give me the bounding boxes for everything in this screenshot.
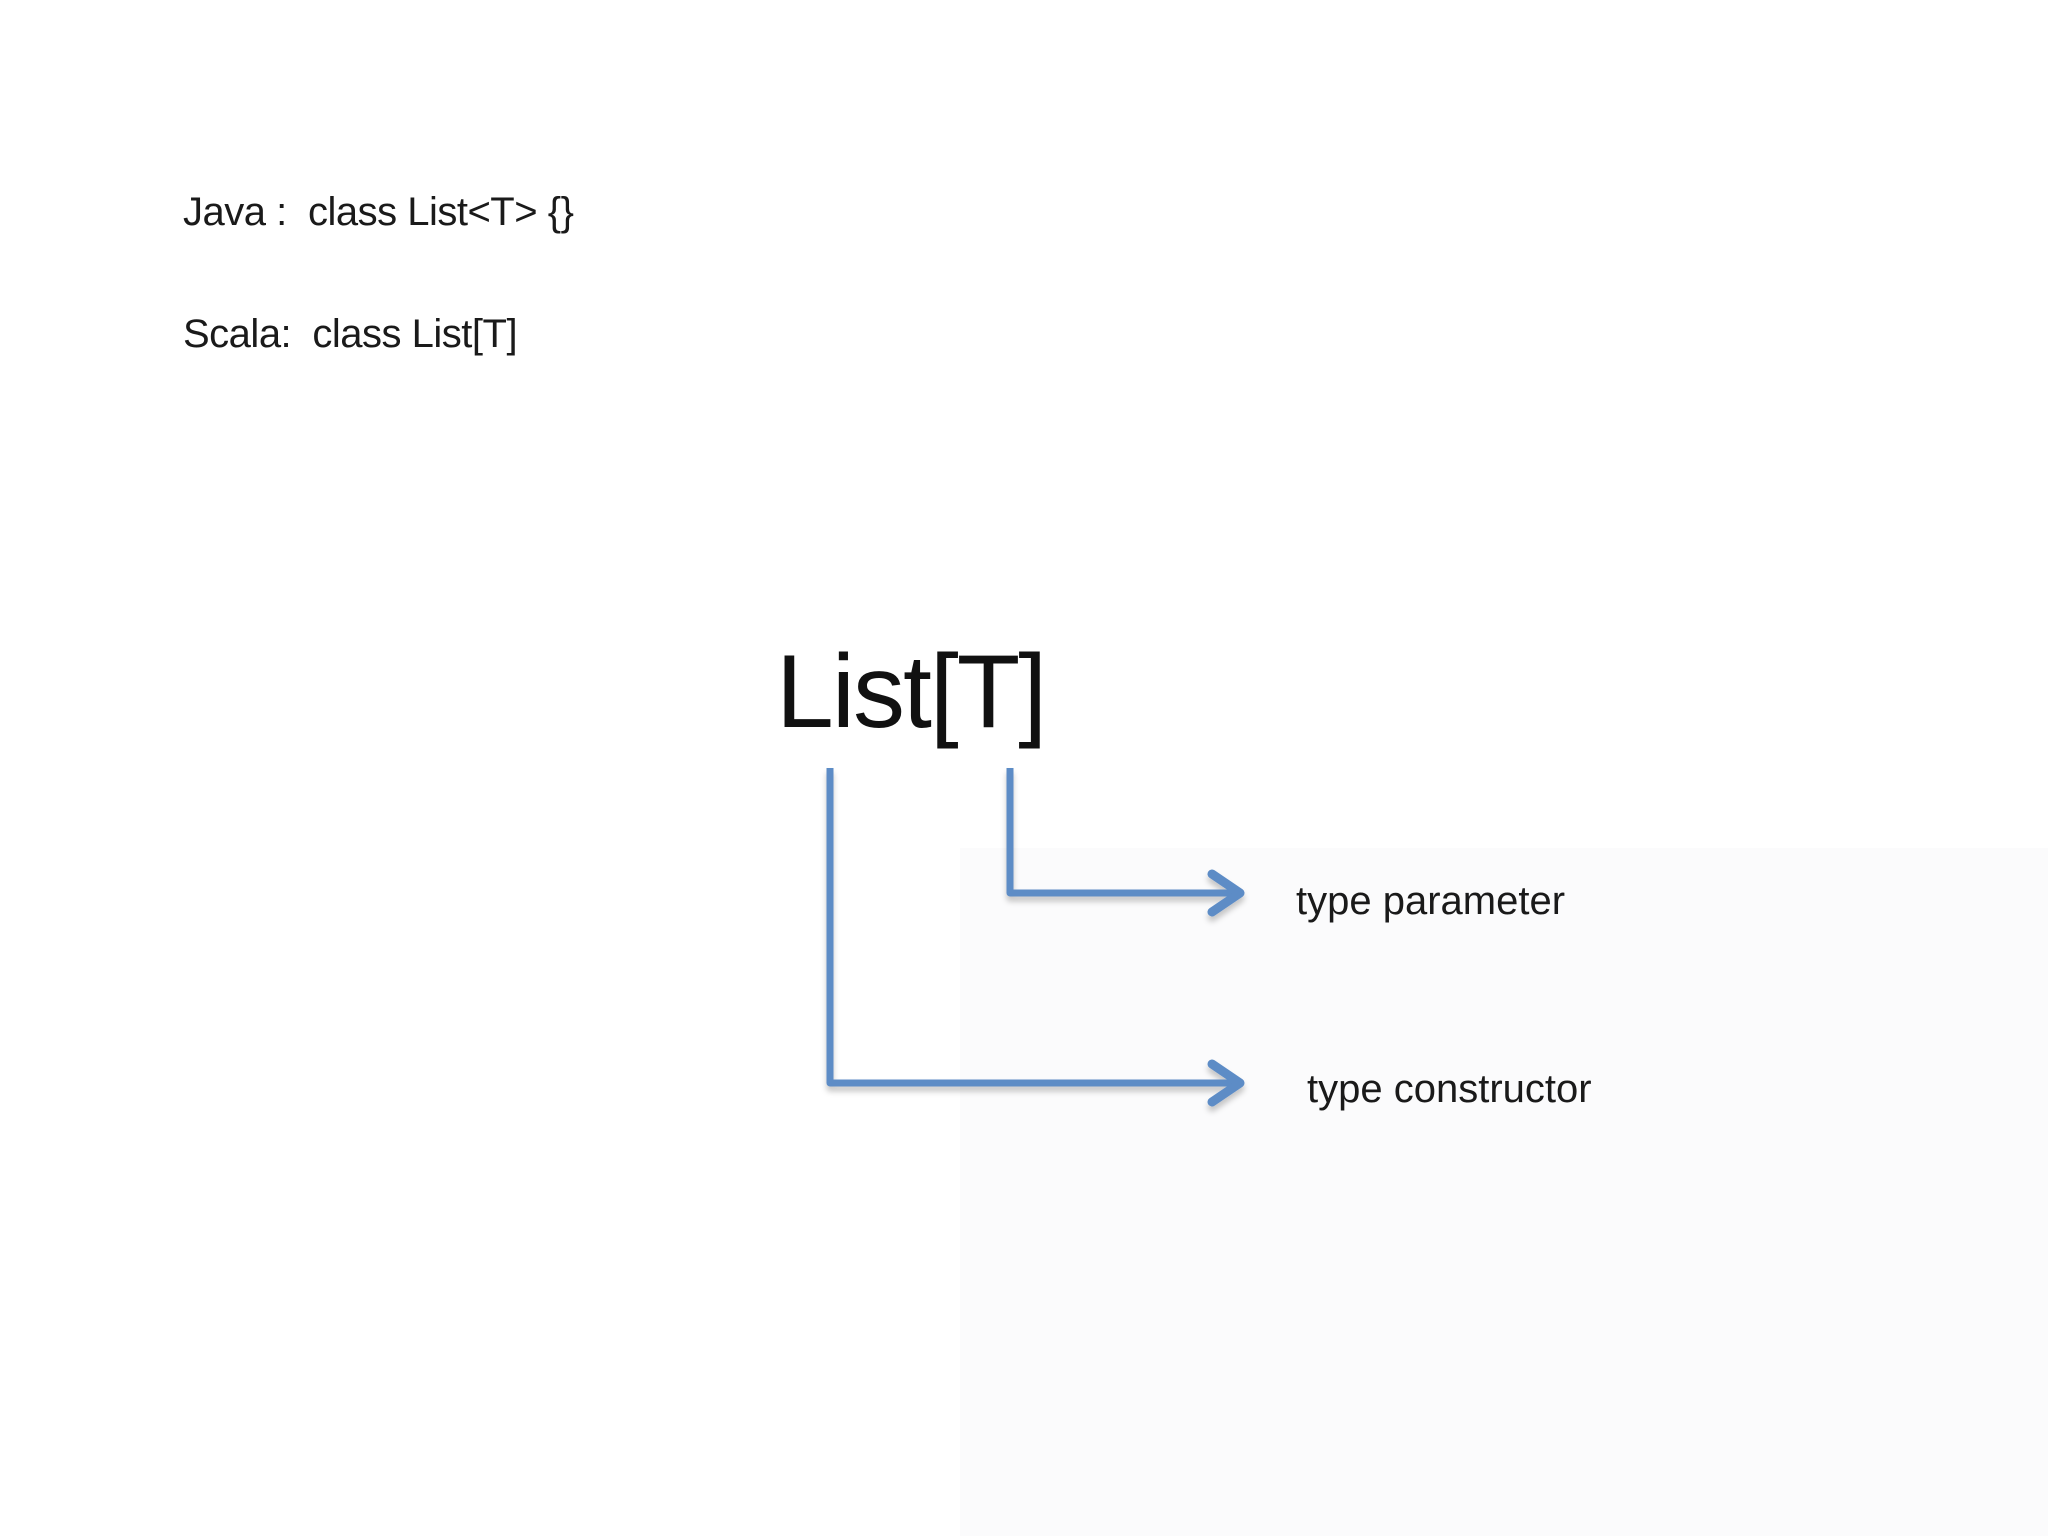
java-syntax-line: Java : class List<T> {}	[183, 190, 574, 234]
scala-syntax-line: Scala: class List[T]	[183, 312, 518, 356]
background-tint	[960, 848, 2048, 1536]
type-parameter-label: type parameter	[1296, 879, 1566, 923]
generic-type-label: List[T]	[776, 634, 1047, 750]
type-constructor-label: type constructor	[1307, 1067, 1592, 1111]
